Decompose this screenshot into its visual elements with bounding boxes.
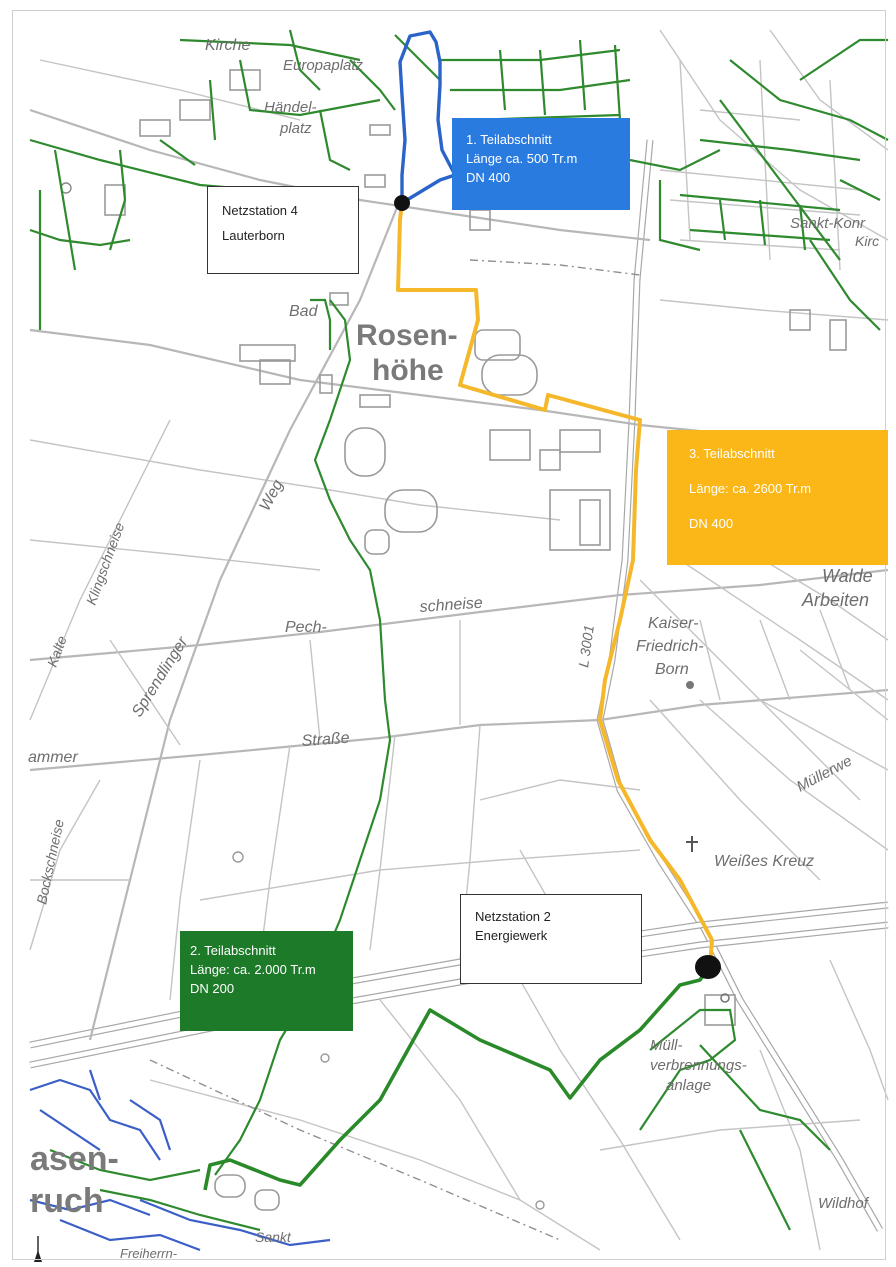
- callout-section-2-line1: 2. Teilabschnitt: [190, 943, 276, 958]
- cross-icon: [686, 836, 698, 852]
- callout-section-1-line1: 1. Teilabschnitt: [466, 132, 552, 147]
- callout-section-3: 3. Teilabschnitt Länge: ca. 2600 Tr.m DN…: [667, 430, 888, 565]
- callout-station-4-line1: Netzstation 4: [222, 203, 298, 218]
- map-frame: [12, 10, 886, 1260]
- existing-network: [29, 29, 889, 1231]
- planned-routes: [203, 30, 714, 1191]
- callout-section-2: 2. Teilabschnitt Länge: ca. 2.000 Tr.m D…: [180, 931, 353, 1031]
- callout-station-2-line1: Netzstation 2: [475, 909, 551, 924]
- label-friedrich: Friedrich-: [636, 638, 704, 655]
- label-haendel: Händel-: [264, 99, 317, 116]
- label-verbrennungs: verbrennungs-: [650, 1057, 747, 1074]
- buildings: [60, 69, 847, 1211]
- callout-section-1: 1. Teilabschnitt Länge ca. 500 Tr.m DN 4…: [452, 118, 630, 210]
- callout-station-2: Netzstation 2 Energiewerk: [460, 894, 642, 984]
- route-section-2: [203, 967, 710, 1191]
- callout-section-3-line2: Länge: ca. 2600 Tr.m: [689, 481, 812, 496]
- label-pech: Pech-: [285, 619, 327, 636]
- label-kirc: Kirc: [855, 233, 879, 249]
- label-platz: platz: [279, 120, 312, 137]
- callout-section-3-line3: DN 400: [689, 516, 734, 531]
- callout-section-2-line2: Länge: ca. 2.000 Tr.m: [190, 962, 316, 977]
- label-walde: Walde: [822, 566, 873, 586]
- label-wildhof: Wildhof: [818, 1195, 870, 1212]
- label-schneise: schneise: [419, 595, 483, 616]
- callout-section-2-line3: DN 200: [190, 981, 235, 996]
- route-section-1: [398, 30, 457, 205]
- callout-station-4: Netzstation 4 Lauterborn: [207, 186, 359, 274]
- callout-section-3-line1: 3. Teilabschnitt: [689, 446, 775, 461]
- label-rosen: Rosen-: [356, 319, 458, 352]
- label-arbeiten: Arbeiten: [801, 590, 869, 610]
- label-sankt: Sankt: [255, 1229, 292, 1245]
- label-strasse: Straße: [301, 730, 350, 750]
- callout-station-2-line2: Energiewerk: [475, 928, 548, 943]
- label-freiherrn: Freiherrn-: [120, 1246, 178, 1261]
- label-hoehe: höhe: [372, 354, 444, 387]
- label-europaplatz: Europaplatz: [283, 57, 364, 74]
- label-anlage: anlage: [666, 1077, 711, 1094]
- label-muell: Müll-: [650, 1037, 683, 1054]
- label-sankt-konrad: Sankt-Konr: [790, 215, 866, 232]
- station-marker-icon[interactable]: [695, 955, 721, 979]
- label-ammer: ammer: [28, 749, 78, 766]
- station-marker-icon[interactable]: [394, 195, 410, 211]
- label-weisses-kreuz: Weißes Kreuz: [714, 853, 814, 870]
- blue-network: [29, 1069, 331, 1252]
- callout-section-1-line2: Länge ca. 500 Tr.m: [466, 151, 578, 166]
- label-born: Born: [655, 661, 689, 678]
- callout-station-4-line2: Lauterborn: [222, 228, 285, 243]
- callout-section-1-line3: DN 400: [466, 170, 511, 185]
- label-bad: Bad: [289, 303, 319, 320]
- label-asen: asen-: [30, 1140, 119, 1178]
- label-kaiser: Kaiser-: [648, 615, 698, 632]
- label-ruch: ruch: [30, 1182, 104, 1220]
- route-section-3: [396, 202, 714, 967]
- label-road-number: L 3001: [575, 624, 597, 668]
- label-kirche: Kirche: [205, 37, 250, 54]
